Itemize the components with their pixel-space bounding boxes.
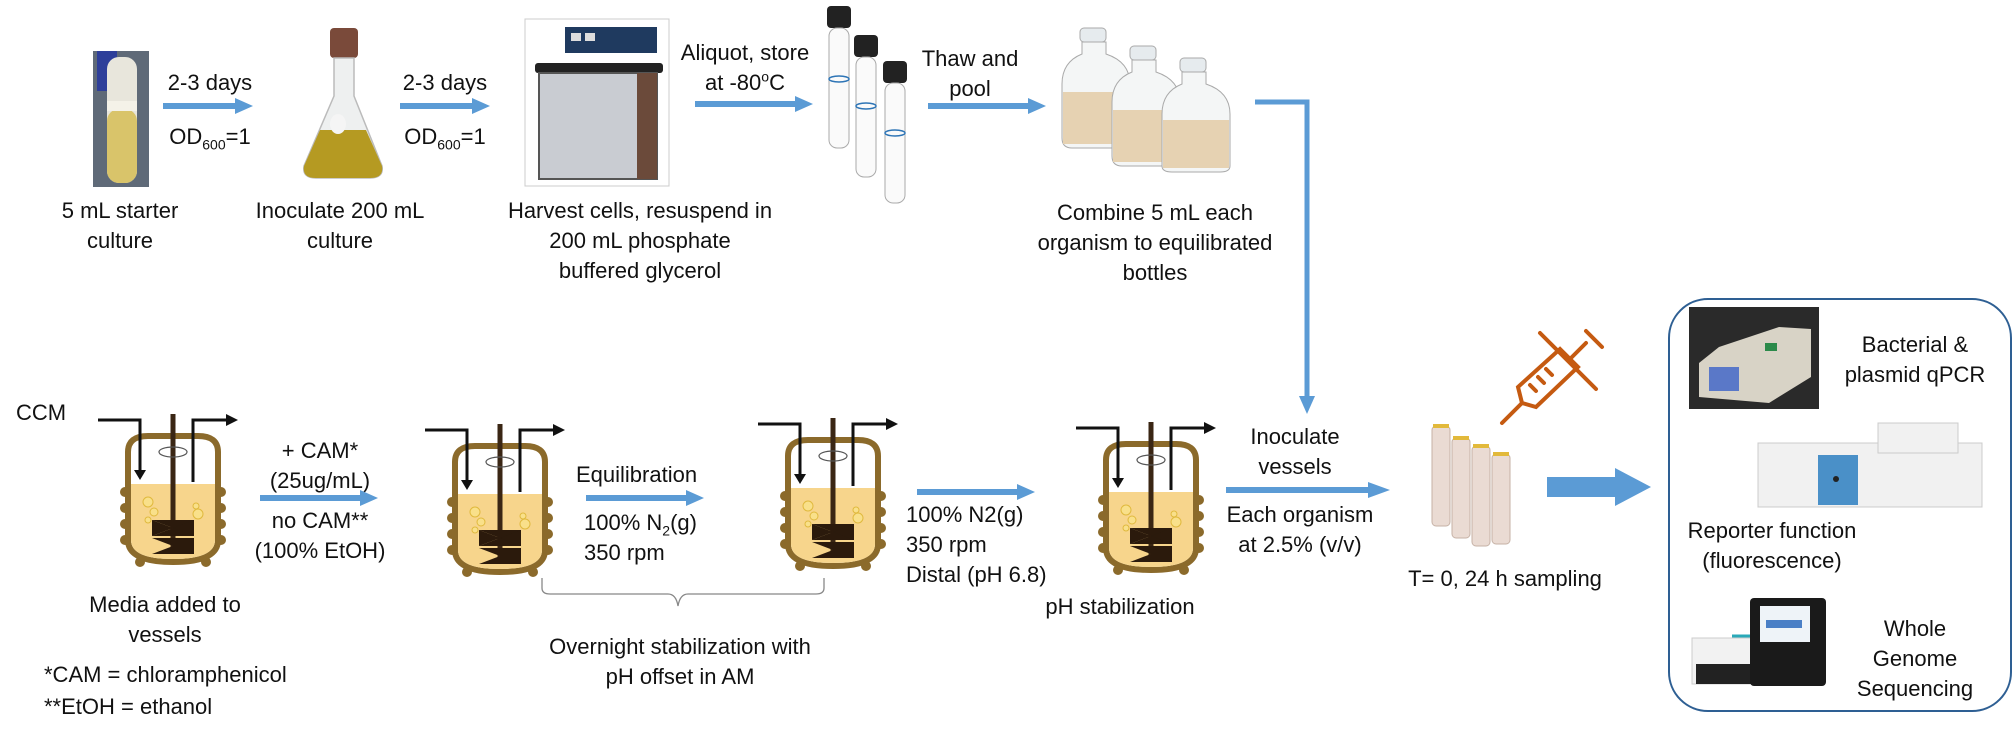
arrow5-below-label: no CAM** (100% EtOH) bbox=[254, 508, 386, 563]
arrow2 bbox=[400, 98, 490, 114]
fluorimeter-label: Reporter function (fluorescence) bbox=[1687, 518, 1857, 573]
footnote-cam: *CAM = chloramphenicol bbox=[44, 662, 287, 687]
vessel4-label: pH stabilization bbox=[1045, 594, 1195, 619]
sampling-label: T= 0, 24 h sampling bbox=[1408, 566, 1602, 591]
arrow1 bbox=[163, 98, 253, 114]
syringe-icon bbox=[1500, 329, 1604, 425]
sampling-tubes-image bbox=[1431, 424, 1511, 547]
erlenmeyer-flask-image bbox=[303, 28, 383, 179]
step5-label: Combine 5 mL each organism to equilibrat… bbox=[1037, 200, 1273, 285]
arrow7 bbox=[917, 484, 1035, 500]
brace-bracket bbox=[541, 578, 825, 607]
arrow2-above-label: 2-3 days bbox=[402, 70, 488, 95]
sequencer-label: Whole Genome Sequencing bbox=[1856, 616, 1974, 701]
centrifuge-image bbox=[524, 18, 670, 187]
bioreactor-vessel-3 bbox=[758, 418, 898, 571]
arrow4-above-label: Thaw and pool bbox=[921, 46, 1019, 101]
arrow6-below-label: 100% N2(g) 350 rpm bbox=[584, 510, 697, 565]
qpcr-machine-image bbox=[1689, 307, 1819, 409]
arrow7-label: 100% N2(g) 350 rpm Distal (pH 6.8) bbox=[906, 502, 1047, 587]
brace-label: Overnight stabilization with pH offset i… bbox=[549, 634, 811, 689]
serum-bottles-image bbox=[1061, 27, 1231, 173]
arrow8 bbox=[1226, 482, 1390, 498]
arrow3 bbox=[695, 96, 813, 112]
ccm-label: CCM bbox=[16, 400, 67, 425]
bioreactor-vessel-4 bbox=[1076, 422, 1216, 575]
connector-arrow-down bbox=[1255, 99, 1315, 414]
arrow6 bbox=[586, 490, 704, 506]
vessel1-label: Media added to vessels bbox=[89, 592, 241, 647]
footnote-etoh: **EtOH = ethanol bbox=[44, 694, 213, 719]
qpcr-label: Bacterial & plasmid qPCR bbox=[1844, 332, 1986, 387]
arrow8-above-label: Inoculate vessels bbox=[1250, 424, 1340, 479]
bioreactor-vessel-1 bbox=[98, 414, 238, 567]
cryo-tubes-image bbox=[827, 6, 907, 204]
arrow4 bbox=[928, 98, 1046, 114]
arrow5 bbox=[260, 490, 378, 506]
arrow2-below-label: OD600=1 bbox=[404, 124, 486, 153]
step2-label: Inoculate 200 mL culture bbox=[255, 198, 425, 253]
test-tube-culture-image bbox=[93, 51, 149, 187]
step1-label: 5 mL starter culture bbox=[61, 198, 179, 253]
sequencer-image bbox=[1691, 598, 1826, 686]
arrow1-above-label: 2-3 days bbox=[167, 70, 253, 95]
step3-label: Harvest cells, resuspend in 200 mL phosp… bbox=[507, 198, 773, 283]
arrow6-above-label: Equilibration bbox=[576, 462, 698, 487]
arrow5-above-label: + CAM* (25ug/mL) bbox=[269, 438, 371, 493]
arrow-to-analysis bbox=[1547, 468, 1651, 506]
arrow8-below-label: Each organism at 2.5% (v/v) bbox=[1226, 502, 1374, 557]
arrow1-below-label: OD600=1 bbox=[169, 124, 251, 153]
fluorimeter-image bbox=[1757, 422, 1983, 508]
analysis-box bbox=[1668, 298, 2012, 712]
arrow3-above-label: Aliquot, store at -80oC bbox=[680, 40, 810, 95]
bioreactor-vessel-2 bbox=[425, 424, 565, 577]
